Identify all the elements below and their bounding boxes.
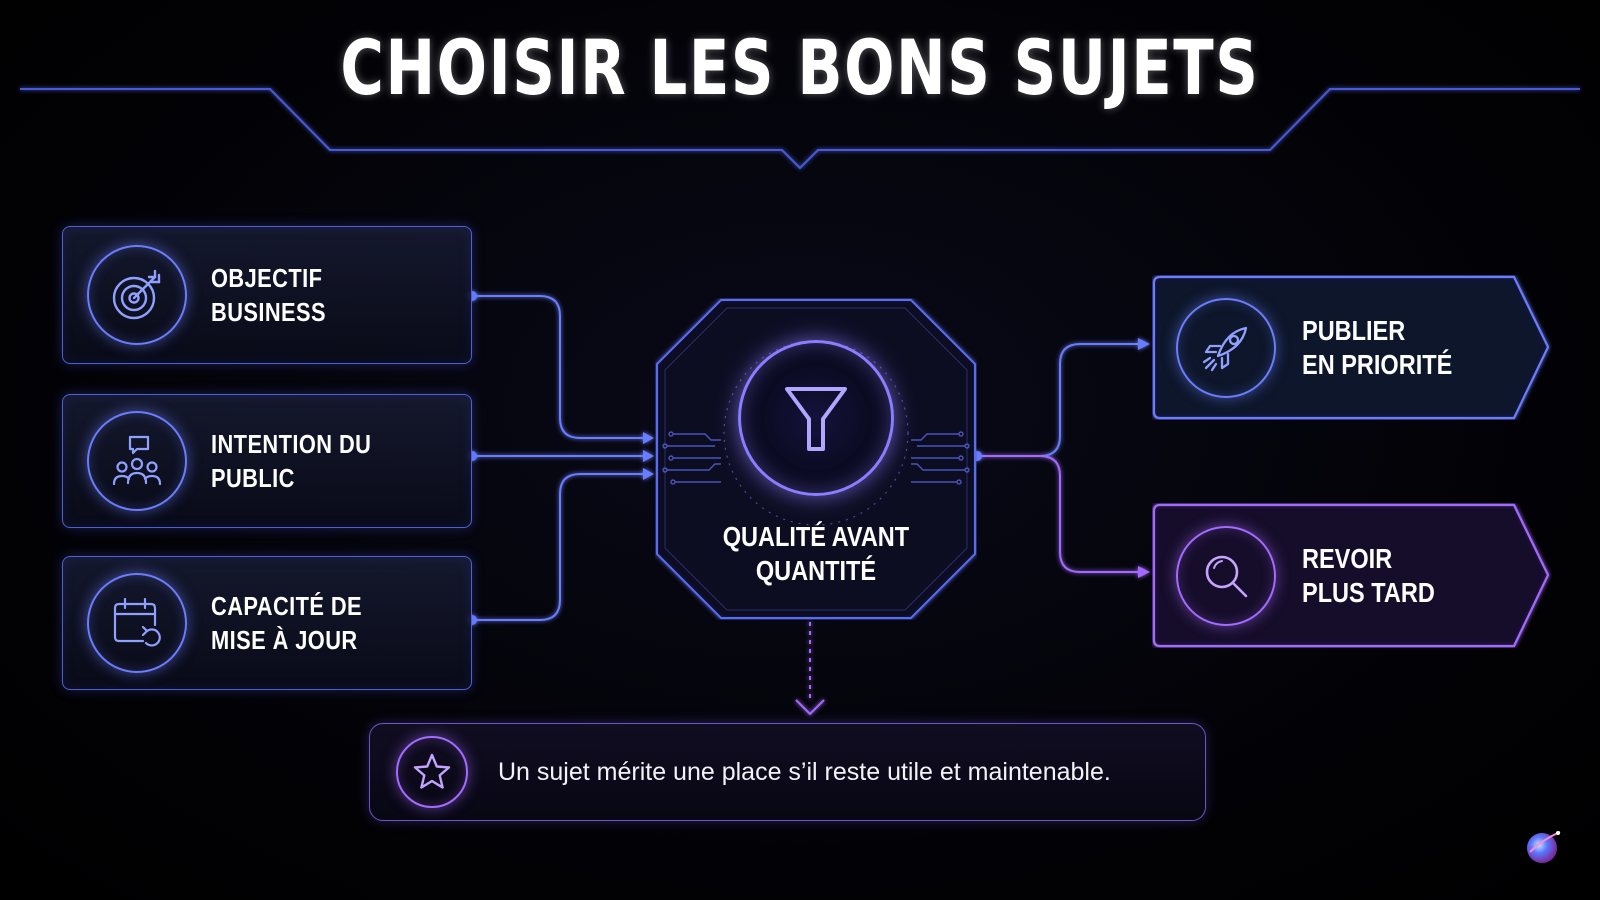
arrow-head (1138, 566, 1150, 578)
output-label: REVOIR PLUS TARD (1302, 542, 1435, 608)
connector-publier (977, 343, 1140, 457)
connector-capacite (472, 473, 645, 621)
connector-objectif (472, 295, 645, 439)
hub-label: QUALITÉ AVANT QUANTITÉ (722, 521, 910, 586)
card-capacite-mise-a-jour: CAPACITÉ DE MISE À JOUR (62, 556, 472, 690)
card-label: OBJECTIF BUSINESS (211, 263, 327, 327)
card-label: INTENTION DU PUBLIC (211, 429, 372, 493)
arrow-head (643, 450, 654, 462)
star-icon (396, 736, 468, 808)
audience-icon (87, 411, 187, 511)
connector-revoir (977, 455, 1140, 573)
arrow-head (1138, 338, 1150, 350)
arrow-head-note (795, 699, 825, 716)
calendar-refresh-icon (87, 573, 187, 673)
output-label: PUBLIER EN PRIORITÉ (1302, 314, 1453, 380)
funnel-icon (738, 340, 894, 496)
output-revoir-plus-tard: REVOIR PLUS TARD (1152, 503, 1552, 648)
arrow-head (643, 468, 654, 480)
title-frame (20, 88, 1580, 170)
rocket-icon (1176, 297, 1276, 398)
card-label: CAPACITÉ DE MISE À JOUR (211, 591, 363, 655)
card-intention-du-public: INTENTION DU PUBLIC (62, 394, 472, 528)
page-title: CHOISIR LES BONS SUJETS (340, 23, 1260, 112)
output-publier-en-priorite: PUBLIER EN PRIORITÉ (1152, 275, 1552, 420)
brand-logo-icon (1527, 831, 1561, 863)
takeaway-note: Un sujet mérite une place s’il reste uti… (369, 723, 1206, 821)
card-objectif-business: OBJECTIF BUSINESS (62, 226, 472, 364)
filter-hub: QUALITÉ AVANT QUANTITÉ (655, 298, 977, 620)
arrow-head (643, 432, 654, 444)
note-text: Un sujet mérite une place s’il reste uti… (498, 757, 1111, 786)
magnifier-icon (1176, 525, 1276, 626)
target-icon (87, 245, 187, 345)
